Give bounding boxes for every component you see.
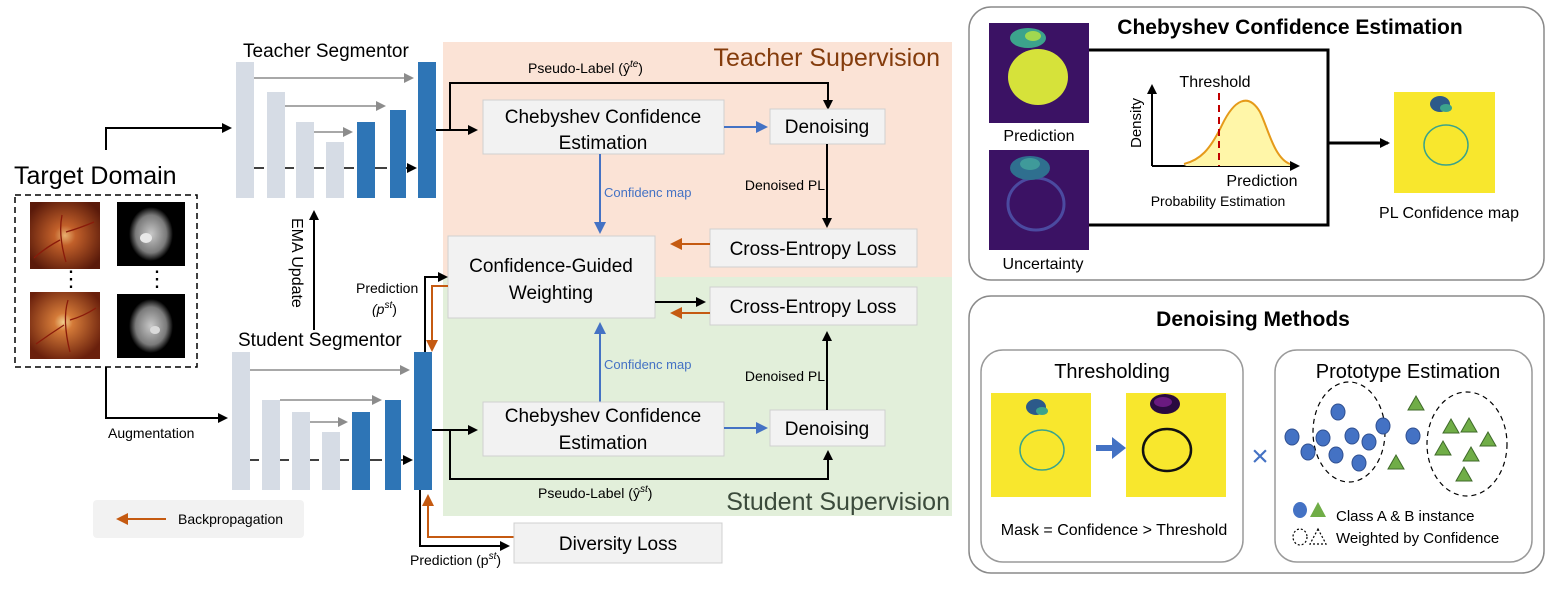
teacher-segmentor-title: Teacher Segmentor xyxy=(243,41,409,62)
probability-density-plot xyxy=(1147,84,1300,171)
legend-weighted-label: Weighted by Confidence xyxy=(1336,530,1499,547)
threshold-output-ring xyxy=(1141,427,1193,473)
cgw-line1: Confidence-Guided xyxy=(469,256,633,277)
legend-class-a-icon xyxy=(1293,502,1307,518)
prototype-subpanel xyxy=(1274,349,1533,563)
threshold-arrow xyxy=(1096,437,1126,459)
teacher-confidence-map-label: Confidenc map xyxy=(604,185,691,200)
student-chebyshev-line1: Chebyshev Confidence xyxy=(505,406,701,427)
legend-class-b-icon xyxy=(1310,502,1326,517)
legend-class-ab-label: Class A & B instance xyxy=(1336,508,1474,525)
pl-confidence-blob-edge xyxy=(1440,104,1452,112)
threshold-input-ring xyxy=(1019,429,1065,471)
prediction-map-label: Prediction xyxy=(1003,128,1074,145)
student-cross-entropy-box xyxy=(709,286,918,326)
augmentation-label: Augmentation xyxy=(108,425,194,441)
prediction-map-cup-core xyxy=(1025,31,1041,41)
teacher-denoising-box xyxy=(769,108,886,145)
mask-rule-label: Mask = Confidence > Threshold xyxy=(1001,522,1228,539)
probability-estimation-label: Probability Estimation xyxy=(1151,193,1286,209)
prediction-pst-label: Prediction xyxy=(356,280,418,296)
diversity-loss-label: Diversity Loss xyxy=(559,534,677,555)
student-confidence-map-label: Confidenc map xyxy=(604,357,691,372)
confidence-guided-weighting-box xyxy=(447,235,656,319)
fundus-vessels-2 xyxy=(35,299,97,353)
student-unet xyxy=(232,352,432,490)
legend-weighted-triangle-icon xyxy=(1309,527,1327,545)
pl-confidence-ring xyxy=(1423,124,1469,166)
student-denoising-label: Denoising xyxy=(785,419,870,440)
chebyshev-panel-title: Chebyshev Confidence Estimation xyxy=(1117,16,1462,39)
arrow-target-to-student xyxy=(105,367,228,423)
pl-confidence-label: PL Confidence map xyxy=(1379,205,1519,222)
threshold-input-blob-edge xyxy=(1036,407,1048,415)
arrow-target-to-teacher xyxy=(105,123,232,150)
arrow-student-prediction-to-diversity xyxy=(419,490,510,551)
x-axis-prediction-label: Prediction xyxy=(1226,173,1297,190)
student-denoising-box xyxy=(769,409,886,447)
prediction-map-disc xyxy=(1008,49,1068,105)
mri-lesion-2 xyxy=(150,326,160,334)
pst-symbol: (pst) xyxy=(372,300,397,317)
mri-brain-2 xyxy=(129,299,173,353)
ellipsis-left: ⋮ xyxy=(60,266,82,291)
backprop-legend-label: Backpropagation xyxy=(178,511,283,527)
density-label: Density xyxy=(1128,97,1145,148)
cgw-line2: Weighting xyxy=(509,283,593,304)
arrow-teacher-pseudo-label xyxy=(449,82,833,130)
student-cross-entropy-label: Cross-Entropy Loss xyxy=(730,297,897,318)
prototype-scatter xyxy=(1284,381,1508,497)
teacher-denoised-pl-label: Denoised PL xyxy=(745,177,825,193)
prototype-title: Prototype Estimation xyxy=(1316,361,1501,383)
pseudo-label-st: Pseudo-Label (ŷst) xyxy=(538,484,652,501)
prediction-pst-bottom: Prediction (pst) xyxy=(410,551,501,568)
student-segmentor-title: Student Segmentor xyxy=(238,330,402,351)
ellipsis-right: ⋮ xyxy=(146,266,168,291)
teacher-cross-entropy-label: Cross-Entropy Loss xyxy=(730,239,897,260)
uncertainty-map-label: Uncertainty xyxy=(1003,256,1084,273)
arrow-student-pseudo-label xyxy=(449,430,833,480)
line-prediction-to-estimation xyxy=(1089,48,1330,143)
pseudo-label-te: Pseudo-Label (ŷte) xyxy=(528,59,643,76)
teacher-unet xyxy=(236,62,436,198)
teacher-chebyshev-box xyxy=(482,99,725,155)
backprop-diversity xyxy=(422,494,514,538)
teacher-denoising-label: Denoising xyxy=(785,117,870,138)
uncertainty-blob-core xyxy=(1020,158,1040,170)
thresholding-title: Thresholding xyxy=(1054,361,1170,383)
cross-symbol: × xyxy=(1251,440,1269,473)
threshold-label: Threshold xyxy=(1179,74,1250,91)
mri-brain-1 xyxy=(129,207,173,261)
mri-lesion-1 xyxy=(140,233,152,243)
target-domain-title: Target Domain xyxy=(14,162,177,190)
teacher-chebyshev-line1: Chebyshev Confidence xyxy=(505,107,701,128)
teacher-chebyshev-line2: Estimation xyxy=(559,133,648,154)
student-chebyshev-line2: Estimation xyxy=(559,433,648,454)
line-uncertainty-to-estimation xyxy=(1089,143,1330,227)
student-chebyshev-box xyxy=(482,401,725,457)
denoising-panel-title: Denoising Methods xyxy=(1156,308,1350,331)
threshold-output-blob-core xyxy=(1154,397,1172,407)
student-denoised-pl-label: Denoised PL xyxy=(745,368,825,384)
backprop-cgw-to-student xyxy=(426,285,448,352)
teacher-supervision-label: Teacher Supervision xyxy=(713,44,940,72)
legend-weighted-circle-icon xyxy=(1292,528,1308,546)
backprop-legend-box xyxy=(93,500,304,538)
ema-update-label: EMA Update xyxy=(288,218,305,308)
arrow-student-prediction-to-cgw xyxy=(424,272,448,352)
fundus-vessels-1 xyxy=(33,214,95,263)
diversity-loss-box xyxy=(513,522,723,564)
student-supervision-label: Student Supervision xyxy=(726,488,950,516)
teacher-cross-entropy-box xyxy=(709,228,918,268)
